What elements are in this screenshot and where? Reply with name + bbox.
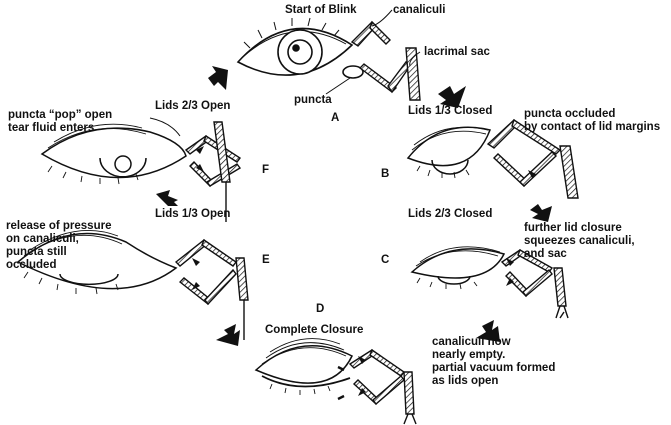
label-complete-closure: Complete Closure <box>265 324 364 336</box>
drainage-c <box>500 248 569 319</box>
drainage-e <box>174 238 249 340</box>
arrow-c-to-d <box>476 320 500 342</box>
note-c: further lid closure squeezes canaliculi,… <box>524 222 635 260</box>
stage-label-f: F <box>262 164 270 176</box>
eye-d-closed <box>254 338 353 395</box>
label-lids-two-thirds-closed: Lids 2/3 Closed <box>408 208 493 220</box>
note-d: canaliculi now nearly empty. partial vac… <box>432 336 556 387</box>
label-lids-one-third-open: Lids 1/3 Open <box>155 208 231 220</box>
note-f: puncta “pop” open tear fluid enters <box>8 109 113 134</box>
eye-c-two-thirds-closed <box>410 246 506 290</box>
label-lacrimal-sac: lacrimal sac <box>424 46 490 58</box>
arrow-a-to-b <box>438 86 466 108</box>
drainage-b <box>486 118 579 199</box>
arrow-e-to-f <box>156 190 178 206</box>
arrow-b-to-c <box>530 204 552 222</box>
label-puncta: puncta <box>294 94 332 106</box>
arrow-d-to-e <box>216 324 240 346</box>
cycle-arrows <box>156 66 552 396</box>
eye-e-one-third-open <box>16 230 178 295</box>
stage-label-a: A <box>331 112 340 124</box>
stage-label-c: C <box>381 254 390 266</box>
note-b: puncta occluded by contact of lid margin… <box>524 108 661 133</box>
drainage-f <box>184 121 242 222</box>
note-e: release of pressure on canaliculi, punct… <box>6 220 112 271</box>
drainage-a <box>350 20 421 101</box>
stage-label-d: D <box>316 303 325 315</box>
stage-label-e: E <box>262 254 270 266</box>
stage-label-b: B <box>381 168 390 180</box>
label-canaliculi: canaliculi <box>393 4 446 16</box>
arrow-f-to-a <box>208 66 228 90</box>
title-start-of-blink: Start of Blink <box>285 4 357 16</box>
drainage-d <box>337 348 417 425</box>
pointer-lines <box>149 9 421 137</box>
label-lids-one-third-closed: Lids 1/3 Closed <box>408 105 493 117</box>
label-lids-two-thirds-open: Lids 2/3 Open <box>155 100 231 112</box>
eye-b-one-third-closed <box>406 126 492 179</box>
eye-f-two-thirds-open <box>40 123 187 185</box>
eye-a-open <box>236 17 364 79</box>
